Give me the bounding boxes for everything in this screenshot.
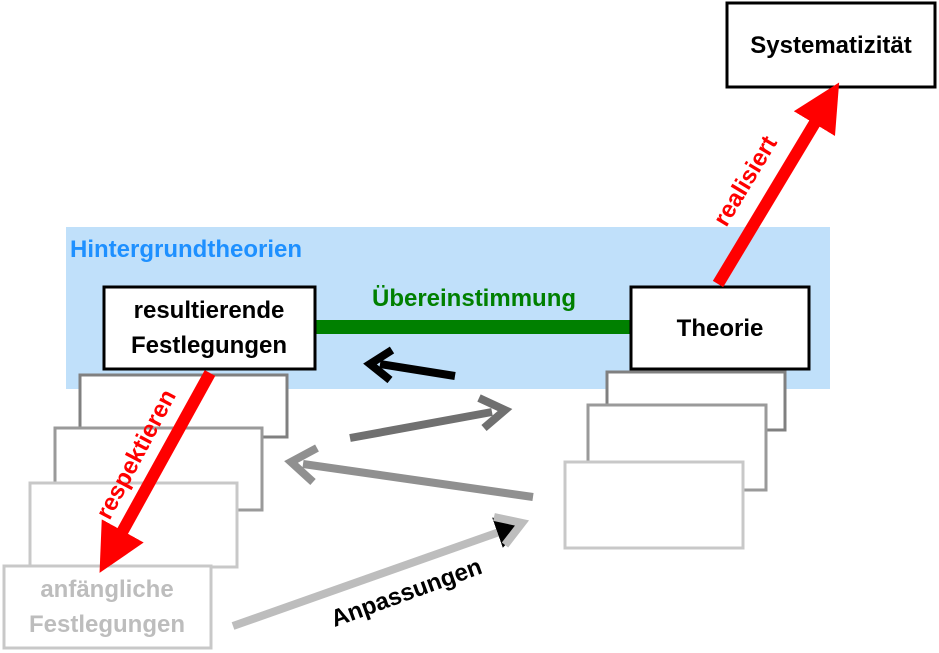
- anpassung-arrowhead-1: [493, 513, 530, 548]
- theorie-label: Theorie: [677, 315, 764, 342]
- systematizitaet-label: Systematizität: [750, 32, 911, 59]
- resultierende-label-line1: resultierende: [134, 297, 285, 324]
- systematizitaet-box: [725, 1, 937, 89]
- theorie-box: [629, 285, 811, 371]
- realisiert-label: realisiert: [708, 131, 783, 231]
- anpassung-arrowhead-3: [477, 394, 513, 432]
- respektieren-arrow: [99, 370, 216, 573]
- anpassung-arrow-4: [379, 360, 456, 380]
- realisiert-arrow: [712, 82, 840, 288]
- anfaengliche-label-line2: Festlegungen: [29, 611, 185, 638]
- anpassung-arrow-1: [231, 517, 528, 630]
- resultierende-label-line2: Festlegungen: [131, 332, 287, 359]
- hintergrundtheorien-label: Hintergrundtheorien: [70, 236, 302, 263]
- resultierende-festlegungen-box: [102, 285, 317, 371]
- anpassung-arrow-3: [349, 408, 493, 442]
- left-stack-box-3: [28, 481, 239, 569]
- anfaengliche-label-line1: anfängliche: [40, 576, 173, 603]
- anpassung-arrowhead-4: [363, 346, 395, 384]
- right-stack-box-3: [563, 460, 745, 550]
- anpassung-arrow-2: [302, 460, 534, 501]
- uebereinstimmung-label: Übereinstimmung: [372, 285, 576, 312]
- anpassung-arrowhead-2: [284, 444, 319, 485]
